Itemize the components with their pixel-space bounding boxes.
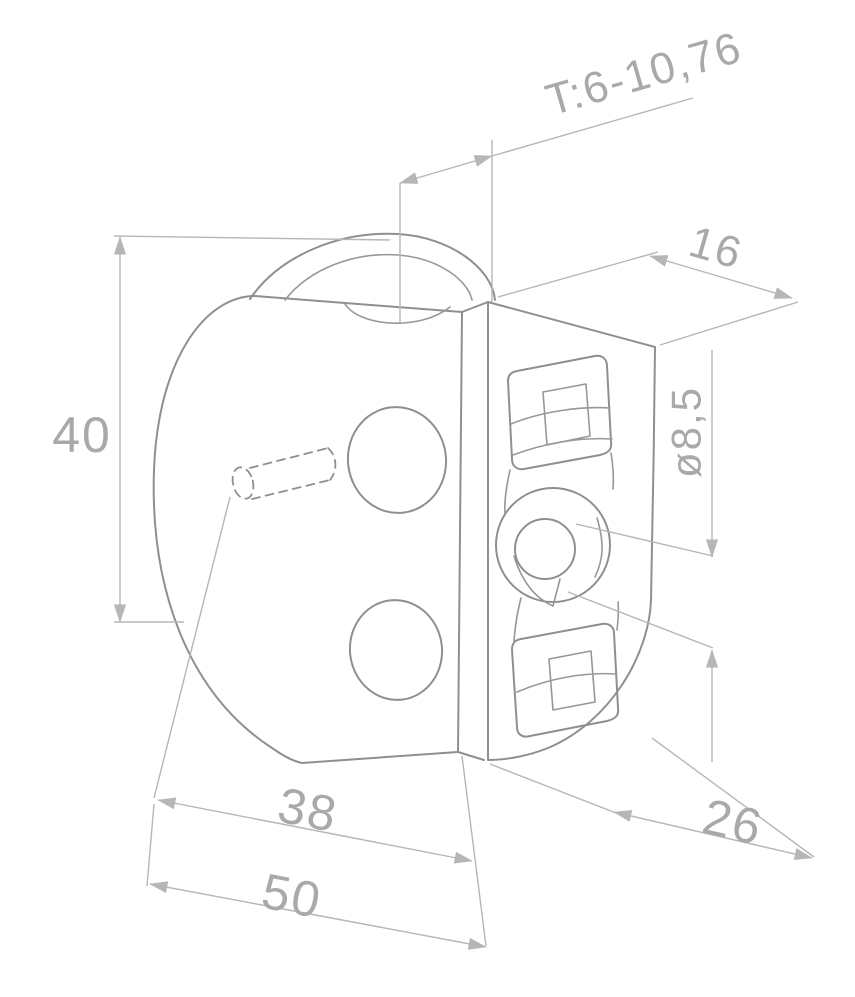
dimension-width: 50 bbox=[146, 803, 487, 950]
side-middle-hole-detail-3 bbox=[594, 517, 603, 578]
recess-edge-right-lower bbox=[616, 601, 620, 631]
dimension-hole-offset: 38 bbox=[153, 496, 487, 947]
side-upper-slot-saddle-1 bbox=[510, 406, 611, 425]
height-dimension-label: 40 bbox=[52, 407, 112, 463]
dimension-depth: 26 bbox=[489, 737, 815, 860]
hidden-pin-top-edge bbox=[249, 447, 329, 469]
recess-edge-right-upper bbox=[610, 452, 615, 490]
side-lower-slot-window bbox=[548, 650, 596, 711]
top-depth-extension-left bbox=[497, 251, 659, 298]
top-channel-inner-rail bbox=[284, 253, 473, 301]
top-depth-dimension-line bbox=[649, 255, 793, 299]
depth-dimension-line bbox=[613, 810, 813, 860]
hidden-pin bbox=[231, 447, 337, 500]
dimension-hole-diameter: ø8,5 bbox=[567, 350, 719, 762]
width-extension-left bbox=[146, 803, 155, 887]
hidden-pin-far-cap bbox=[327, 447, 337, 481]
hole-diameter-extension-top bbox=[575, 523, 714, 557]
side-middle-hole-detail-2 bbox=[552, 578, 561, 607]
front-side-edge-top bbox=[461, 301, 489, 313]
side-lower-slot bbox=[511, 622, 620, 738]
front-hole-upper bbox=[346, 406, 448, 514]
hole-offset-label: 38 bbox=[273, 777, 342, 843]
top-depth-label: 16 bbox=[684, 217, 748, 279]
hole-diameter-extension-bottom bbox=[567, 591, 714, 649]
dimension-glass-thickness: T:6-10,76 bbox=[399, 23, 748, 322]
side-middle-hole-detail-1 bbox=[513, 555, 554, 607]
side-upper-slot-window bbox=[542, 383, 591, 446]
dimensions: 40 T:6-10,76 16 bbox=[52, 23, 815, 950]
front-face-outline bbox=[152, 295, 463, 764]
height-extension-top bbox=[113, 235, 391, 241]
hole-offset-extension-right bbox=[461, 755, 487, 947]
hole-offset-dimension-line bbox=[157, 797, 473, 864]
front-side-edge-bottom bbox=[457, 751, 485, 761]
depth-extension-left bbox=[489, 763, 617, 814]
clamp-body bbox=[152, 232, 656, 764]
side-middle-hole bbox=[495, 487, 611, 607]
hole-diameter-label: ø8,5 bbox=[663, 386, 710, 478]
hidden-pin-bottom-edge bbox=[251, 479, 331, 500]
glass-thickness-label: T:6-10,76 bbox=[540, 23, 747, 126]
front-hole-lower bbox=[348, 599, 444, 701]
side-face-outline bbox=[487, 301, 656, 761]
glass-thickness-leader-line bbox=[491, 97, 694, 157]
depth-dimension-label: 26 bbox=[698, 788, 769, 856]
width-dimension-line bbox=[149, 881, 487, 950]
side-lower-slot-saddle bbox=[516, 672, 617, 693]
side-upper-slot bbox=[507, 354, 613, 471]
top-channel-bottom bbox=[344, 303, 451, 324]
top-depth-extension-right bbox=[659, 301, 799, 346]
glass-thickness-dimension-line bbox=[399, 155, 493, 184]
dimension-top-depth: 16 bbox=[497, 217, 799, 346]
dimension-height: 40 bbox=[52, 235, 391, 623]
side-screw-hole bbox=[514, 518, 576, 580]
recess-edge-left-lower bbox=[513, 597, 522, 642]
top-channel-outer-rail bbox=[249, 232, 496, 301]
width-dimension-label: 50 bbox=[257, 863, 326, 929]
side-lower-slot-outline bbox=[511, 622, 620, 738]
recess-edge-left-upper bbox=[503, 469, 511, 515]
side-upper-slot-outline bbox=[507, 354, 613, 471]
hole-offset-extension-left bbox=[153, 496, 231, 799]
hidden-pin-end-face bbox=[231, 466, 255, 500]
side-middle-hole-outline bbox=[495, 487, 611, 603]
